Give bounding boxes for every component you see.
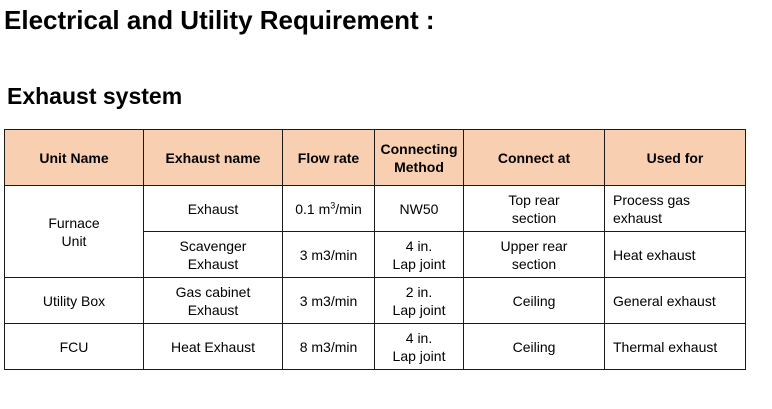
- cell-exhaust-name: Exhaust: [143, 185, 283, 232]
- cell-exhaust-name: Gas cabinet Exhaust: [143, 277, 283, 324]
- cell-exhaust-name: Heat Exhaust: [143, 323, 283, 370]
- exhaust-requirements-table: Unit Name Exhaust name Flow rate Connect…: [4, 129, 746, 370]
- cell-connecting-method: 4 in. Lap joint: [374, 323, 464, 370]
- cell-used-for: Thermal exhaust: [604, 323, 746, 370]
- method-line-1: 4 in.: [405, 329, 433, 346]
- exhaust-name-line-1: Scavenger: [179, 237, 247, 254]
- header-unit-name: Unit Name: [4, 129, 144, 186]
- exhaust-name-line-1: Gas cabinet: [175, 283, 251, 300]
- table-row: Utility Box Gas cabinet Exhaust 3 m3/min…: [4, 277, 746, 324]
- flow-rate-unit: /min: [335, 200, 362, 217]
- cell-used-for: General exhaust: [604, 277, 746, 324]
- cell-connect-at: Upper rear section: [463, 231, 605, 278]
- header-connect-at: Connect at: [463, 129, 605, 186]
- cell-flow-rate: 8 m3/min: [282, 323, 375, 370]
- table-row: Furnace Unit Exhaust 0.1 m3/min NW50 Top…: [4, 185, 746, 278]
- table-header-row: Unit Name Exhaust name Flow rate Connect…: [4, 129, 746, 186]
- cell-used-for: Process gas exhaust: [604, 185, 746, 232]
- flow-rate-superscript: 3: [330, 199, 336, 210]
- section-title: Exhaust system: [7, 83, 183, 109]
- cell-unit-name: Furnace Unit: [4, 185, 144, 278]
- cell-exhaust-name: Scavenger Exhaust: [143, 231, 283, 278]
- method-line-1: 4 in.: [405, 237, 433, 254]
- cell-flow-rate: 3 m3/min: [282, 231, 375, 278]
- page-title: Electrical and Utility Requirement :: [4, 5, 435, 35]
- header-used-for: Used for: [604, 129, 746, 186]
- header-connecting-method: Connecting Method: [374, 129, 464, 186]
- unit-name-line-2: Unit: [61, 232, 87, 249]
- cell-connecting-method: 2 in. Lap joint: [374, 277, 464, 324]
- unit-name-line-1: Furnace: [48, 214, 100, 231]
- cell-used-for: Heat exhaust: [604, 231, 746, 278]
- cell-unit-name: Utility Box: [4, 277, 144, 324]
- cell-connect-at: Ceiling: [463, 323, 605, 370]
- exhaust-name-line-1: Exhaust: [187, 200, 239, 217]
- header-connecting-line-2: Method: [394, 158, 444, 175]
- header-exhaust-name: Exhaust name: [143, 129, 283, 186]
- cell-connecting-method: NW50: [374, 185, 464, 232]
- method-line-2: Lap joint: [392, 301, 446, 318]
- cell-connect-at: Ceiling: [463, 277, 605, 324]
- method-line-2: Lap joint: [392, 255, 446, 272]
- table-row: FCU Heat Exhaust 8 m3/min 4 in. Lap join…: [4, 323, 746, 370]
- connect-at-line-2: section: [511, 255, 557, 272]
- connect-at-line-1: Top rear: [508, 191, 560, 208]
- method-line-1: NW50: [399, 200, 439, 217]
- method-line-1: 2 in.: [405, 283, 433, 300]
- cell-flow-rate: 3 m3/min: [282, 277, 375, 324]
- flow-rate-value: 0.1 m: [295, 200, 331, 217]
- cell-unit-name: FCU: [4, 323, 144, 370]
- table-row: Scavenger Exhaust 3 m3/min 4 in. Lap joi…: [5, 231, 746, 278]
- cell-flow-rate: 0.1 m3/min: [282, 185, 375, 232]
- header-flow-rate: Flow rate: [282, 129, 375, 186]
- exhaust-name-line-2: Exhaust: [187, 301, 239, 318]
- connect-at-line-1: Upper rear: [500, 237, 568, 254]
- connect-at-line-2: section: [511, 209, 557, 226]
- header-connecting-line-1: Connecting: [380, 140, 458, 157]
- cell-connecting-method: 4 in. Lap joint: [374, 231, 464, 278]
- method-line-2: Lap joint: [392, 347, 446, 364]
- cell-connect-at: Top rear section: [463, 185, 605, 232]
- exhaust-name-line-2: Exhaust: [187, 255, 239, 272]
